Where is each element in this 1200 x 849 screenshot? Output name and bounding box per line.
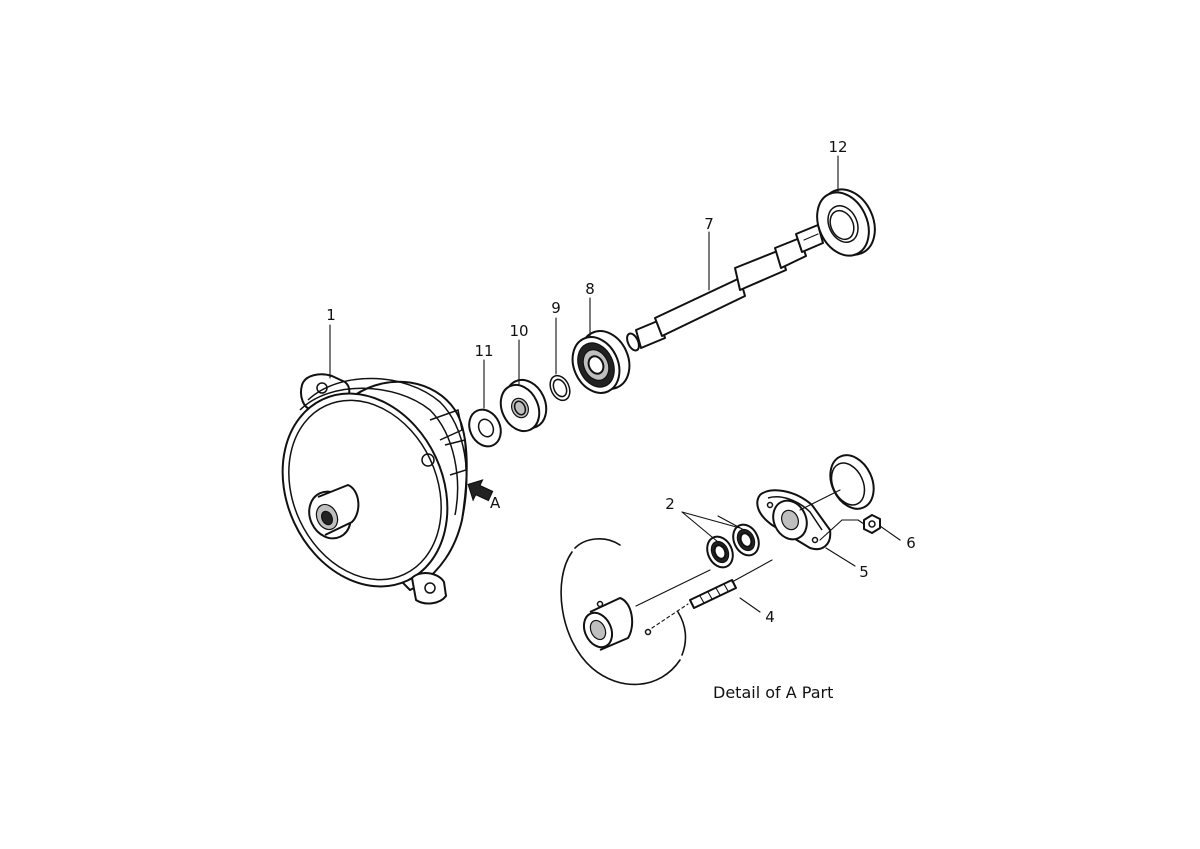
part-8-bearing bbox=[571, 330, 631, 394]
part-1-housing bbox=[281, 373, 468, 605]
label-part-7: 7 bbox=[704, 215, 714, 233]
part-6-nut bbox=[863, 514, 881, 534]
label-part-11: 11 bbox=[474, 342, 493, 360]
label-part-12: 12 bbox=[828, 138, 847, 156]
view-arrow-a bbox=[467, 479, 494, 502]
label-part-4: 4 bbox=[765, 608, 775, 626]
part-2-seals bbox=[706, 523, 760, 569]
part-10-seal bbox=[499, 378, 548, 433]
label-part-5: 5 bbox=[859, 563, 869, 581]
part-7-shaft bbox=[626, 224, 824, 352]
view-marker-a: A bbox=[490, 494, 501, 512]
label-part-8: 8 bbox=[585, 280, 595, 298]
part-4-stud-bolt bbox=[689, 579, 737, 609]
label-part-6: 6 bbox=[906, 534, 916, 552]
label-part-1: 1 bbox=[326, 306, 336, 324]
part-12-oil-seal bbox=[816, 188, 876, 257]
part-11-washer bbox=[468, 408, 502, 448]
part-5-flange bbox=[756, 489, 832, 550]
label-part-2: 2 bbox=[665, 495, 675, 513]
part-9-snap-ring bbox=[549, 374, 571, 402]
gasket-ring bbox=[829, 454, 875, 510]
detail-caption: Detail of A Part bbox=[713, 683, 833, 702]
detail-a-view bbox=[560, 454, 881, 686]
label-part-10: 10 bbox=[509, 322, 528, 340]
label-part-9: 9 bbox=[551, 299, 561, 317]
